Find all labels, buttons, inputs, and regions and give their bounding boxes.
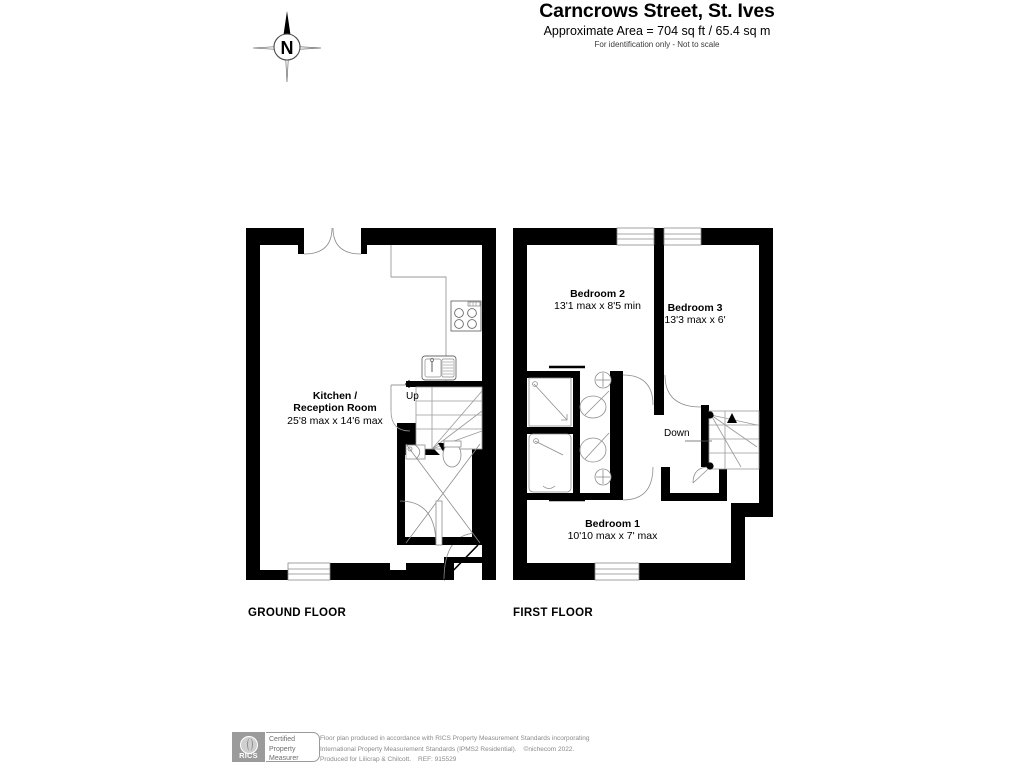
room-dimensions: 13'1 max x 8'5 min <box>554 300 641 313</box>
compass-north-label: N <box>281 38 294 58</box>
rics-certified-badge: RICS Certified Property Measurer <box>232 732 320 762</box>
globe-icon <box>240 736 258 754</box>
approximate-area: Approximate Area = 704 sq ft / 65.4 sq m <box>543 24 771 38</box>
disclaimer-line-2: International Property Measurement Stand… <box>320 745 790 756</box>
room-name: Bedroom 2 <box>570 288 625 300</box>
disclaimer-ipms: International Property Measurement Stand… <box>320 745 517 753</box>
room-label-bedroom-2: Bedroom 2 13'1 max x 8'5 min <box>520 288 675 313</box>
footer-disclaimer: Floor plan produced in accordance with R… <box>320 734 790 766</box>
newel-post <box>706 462 714 470</box>
identification-notice: For identification only - Not to scale <box>594 40 720 49</box>
room-name: Bedroom 1 <box>585 518 640 530</box>
disclaimer-ref: REF: 915529 <box>418 756 457 764</box>
french-doors-icon <box>303 227 362 255</box>
compass-rose-icon: N <box>247 6 327 86</box>
newel-post <box>706 411 714 419</box>
first-floor-plan <box>505 215 790 595</box>
disclaimer-copyright: ©nichecom 2022. <box>523 745 575 753</box>
floor-label-ground: GROUND FLOOR <box>248 607 347 619</box>
floor-label-first: FIRST FLOOR <box>513 607 593 619</box>
staircase-down-icon <box>708 410 760 470</box>
stair-door-icon <box>390 410 411 432</box>
room-label-bedroom-3: Bedroom 3 13'3 max x 6' <box>630 302 760 327</box>
badge-line-1: Certified <box>269 736 296 743</box>
rics-logo-text: RICS <box>239 751 258 760</box>
room-dimensions: 25'8 max x 14'6 max <box>287 414 383 427</box>
rics-badge-text: Certified Property Measurer <box>266 732 320 762</box>
room-label-bedroom-1: Bedroom 1 10'10 max x 7' max <box>545 518 680 543</box>
room-dimensions: 10'10 max x 7' max <box>567 530 658 543</box>
shower-room-fixtures <box>528 371 612 427</box>
footer: RICS Certified Property Measurer Floor p… <box>232 732 792 766</box>
badge-line-3: Measurer <box>269 755 299 763</box>
disclaimer-line-3: Produced for Lilicrap & Chilcott. REF: 91… <box>320 755 790 766</box>
staircase-up-icon <box>415 386 483 450</box>
room-dimensions: 13'3 max x 6' <box>664 314 726 327</box>
room-name: Kitchen / <box>312 390 358 402</box>
bathroom-fixtures <box>528 432 612 493</box>
room-label-kitchen: Kitchen / Reception Room 25'8 max x 14'6… <box>240 390 430 427</box>
room-name: Bedroom 3 <box>667 302 723 314</box>
rics-logo-icon: RICS <box>232 732 265 762</box>
hob-icon <box>450 300 482 332</box>
ground-floor-plan <box>240 215 515 595</box>
stair-label-up: Up <box>406 391 419 402</box>
stair-direction-arrow-down <box>727 413 737 423</box>
page-title: Carncrows Street, St. Ives <box>539 0 775 22</box>
window-icon <box>594 562 640 581</box>
stair-label-down: Down <box>664 428 690 439</box>
disclaimer-produced-for: Produced for Lilicrap & Chilcott. <box>320 756 412 764</box>
wc-room-fixtures <box>399 440 481 546</box>
disclaimer-line-1: Floor plan produced in accordance with R… <box>320 735 590 742</box>
badge-line-2: Property <box>269 745 296 753</box>
room-name-cont: Reception Room <box>293 402 377 415</box>
bay-window-icon <box>287 562 331 581</box>
window-icon <box>616 227 702 246</box>
sink-icon <box>421 355 457 381</box>
